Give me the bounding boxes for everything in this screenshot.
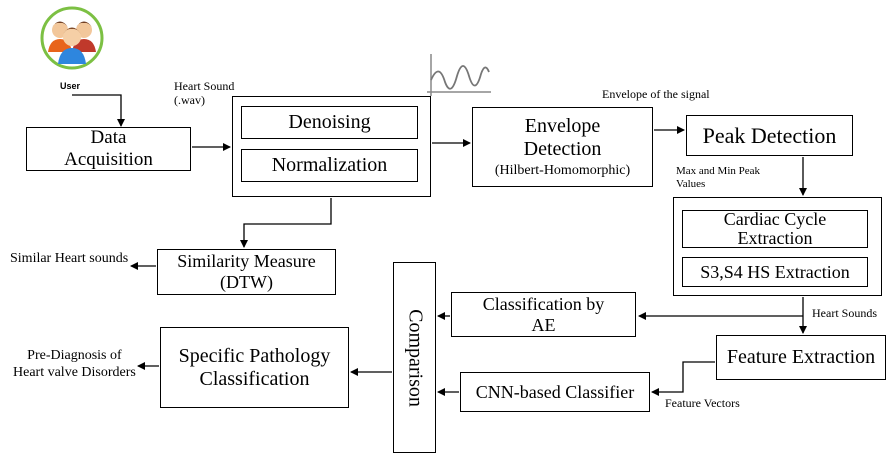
user-group-icon: [40, 6, 104, 70]
classification-ae-box: Classification by AE: [451, 292, 636, 337]
envelope-detection-box: Envelope Detection (Hilbert-Homomorphic): [472, 107, 653, 187]
denoising-box: Denoising: [241, 106, 418, 139]
arrow-feature-to-cnn: [651, 361, 715, 396]
cardiac-cycle-box: Cardiac Cycle Extraction: [682, 210, 868, 248]
max-min-peak-label: Max and Min Peak Values: [676, 165, 761, 191]
waveform-icon: [425, 52, 493, 98]
envelope-of-signal-label: Envelope of the signal: [602, 87, 710, 101]
cnn-classifier-box: CNN-based Classifier: [460, 372, 650, 412]
data-acquisition-box: Data Acquisition: [26, 127, 191, 171]
normalization-box: Normalization: [241, 149, 418, 182]
arrow-preprocess-to-similarity: [240, 198, 332, 248]
heart-sound-label: Heart Sound (.wav): [174, 79, 235, 108]
similarity-measure-box: Similarity Measure (DTW): [157, 249, 336, 295]
envelope-detection-title: Envelope Detection: [523, 114, 602, 160]
s3-s4-extraction-box: S3,S4 HS Extraction: [682, 257, 868, 287]
comparison-box: Comparison: [393, 262, 436, 453]
envelope-detection-method: (Hilbert-Homomorphic): [494, 162, 631, 178]
heart-sounds-label: Heart Sounds: [812, 306, 877, 320]
feature-extraction-box: Feature Extraction: [716, 335, 886, 380]
user-label: User: [60, 81, 81, 91]
pre-diagnosis-label: Pre-Diagnosis of Heart valve Disorders: [13, 348, 136, 380]
arrow-user-to-acquisition: [72, 94, 125, 127]
specific-pathology-box: Specific Pathology Classification: [160, 327, 349, 408]
peak-detection-box: Peak Detection: [686, 115, 853, 156]
feature-vectors-label: Feature Vectors: [665, 396, 740, 410]
similar-heart-sounds-label: Similar Heart sounds: [10, 251, 129, 266]
